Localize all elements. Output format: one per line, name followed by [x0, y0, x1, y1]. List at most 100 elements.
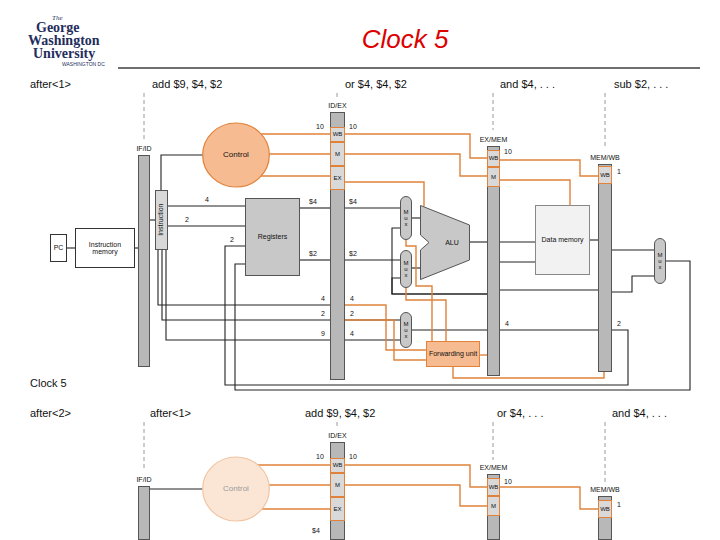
logo-text: University	[33, 47, 95, 61]
control-wire	[345, 154, 487, 176]
data-wire	[500, 329, 598, 330]
register-number: 9	[321, 330, 325, 337]
component-box: PC	[50, 234, 67, 262]
node-text: Control	[223, 151, 249, 159]
node-text: EX	[333, 175, 341, 181]
stage-instruction: add $9, $4, $2	[305, 408, 375, 419]
data-wire	[300, 259, 330, 260]
register-value: $4	[349, 198, 357, 205]
node-text: M u x	[403, 209, 408, 227]
slide-title: Clock 5	[300, 26, 510, 52]
control-wire	[345, 305, 426, 350]
stage-instruction: and $4, . . .	[612, 408, 667, 419]
register-number: 2	[350, 310, 354, 317]
data-wire	[500, 261, 535, 262]
control-value: 10	[504, 148, 512, 155]
control-field: WB	[487, 150, 500, 167]
control-wire	[500, 180, 570, 205]
control-wire	[269, 153, 330, 154]
node-text: PC	[54, 244, 64, 251]
alu-shape: ALU	[420, 205, 470, 280]
control-wire	[453, 367, 604, 378]
data-wire	[412, 329, 487, 330]
data-wire	[300, 207, 330, 208]
stage-separator	[605, 93, 606, 148]
stage-instruction: and $4, . . .	[500, 79, 555, 90]
data-wire	[590, 239, 598, 240]
control-value: 10	[504, 478, 512, 485]
control-value: 1	[617, 501, 621, 508]
control-field: WB	[598, 166, 612, 184]
node-text: M	[491, 503, 496, 509]
control-wire	[345, 485, 487, 506]
control-value: 10	[349, 123, 357, 130]
node-text: M u x	[657, 252, 662, 270]
register-number: 4	[505, 320, 509, 327]
register-number: 2	[230, 236, 234, 243]
mux-box: M u x	[400, 312, 412, 348]
control-wire	[262, 508, 330, 509]
register-name: MEM/WB	[590, 154, 620, 161]
control-wire	[258, 464, 330, 465]
node-text: WB	[489, 484, 499, 490]
control-field: WB	[598, 500, 612, 518]
node-text: M	[491, 174, 496, 180]
data-wire	[612, 249, 654, 250]
control-field: M	[330, 473, 345, 497]
register-value: $4	[309, 198, 317, 205]
register-number: 2	[617, 320, 621, 327]
register-number: 4	[350, 295, 354, 302]
register-value: $2	[309, 250, 317, 257]
ellipse-shape	[203, 123, 270, 187]
stage-instruction: or $4, . . .	[497, 408, 543, 419]
stage-separator	[144, 422, 145, 470]
data-wire	[500, 241, 535, 242]
node-text: WB	[600, 172, 610, 178]
pipeline-register: EX/MEMWBM	[487, 474, 500, 540]
pipeline-register: ID/EXWBMEX	[330, 442, 345, 540]
component-box: Data memory	[535, 205, 590, 275]
node-text: Instruction memory	[78, 241, 132, 256]
data-wire	[412, 217, 420, 218]
node-text: WB	[600, 506, 610, 512]
mux-box: M u x	[400, 196, 412, 240]
data-wire	[345, 207, 400, 208]
node-text: M	[335, 151, 340, 157]
alu-polygon	[421, 206, 470, 280]
data-wire	[612, 276, 654, 292]
node-text: Instruction	[158, 204, 165, 236]
stage-instruction: or $4, $4, $2	[345, 79, 407, 90]
control-ellipse: Control	[202, 456, 270, 522]
stage-instruction: sub $2, . . .	[614, 79, 668, 90]
node-text: Data memory	[541, 236, 583, 243]
control-field: EX	[330, 497, 345, 521]
control-wire	[261, 133, 330, 134]
control-wire	[345, 182, 424, 207]
data-wire	[500, 289, 598, 290]
node-text: Forwarding unit	[429, 350, 477, 357]
register-value: $4	[312, 527, 320, 534]
node-text: WB	[333, 131, 343, 137]
stage-separator	[144, 93, 145, 140]
mux-box: M u x	[400, 250, 412, 288]
stage-separator	[493, 422, 494, 460]
pipeline-register: MEM/WBWB	[598, 164, 612, 372]
control-field: EX	[330, 166, 345, 190]
control-field: WB	[487, 478, 500, 496]
register-name: ID/EX	[328, 432, 346, 439]
node-text: Registers	[258, 233, 288, 240]
clock-label: Clock 5	[30, 378, 67, 389]
data-wire	[67, 247, 75, 248]
register-name: EX/MEM	[480, 136, 508, 143]
logo-text: WASHINGTON DC	[62, 62, 105, 67]
node-text: Control	[223, 485, 249, 493]
data-wire	[168, 205, 245, 206]
node-text: M u x	[403, 260, 408, 278]
stage-instruction: after<1>	[150, 408, 191, 419]
pipeline-register: IF/ID	[138, 486, 150, 540]
node-text: M u x	[403, 321, 408, 339]
pipeline-register: ID/EXWBMEX	[330, 112, 345, 380]
stage-instruction: after<2>	[30, 408, 71, 419]
control-value: 1	[617, 168, 621, 175]
data-wire	[161, 155, 203, 190]
